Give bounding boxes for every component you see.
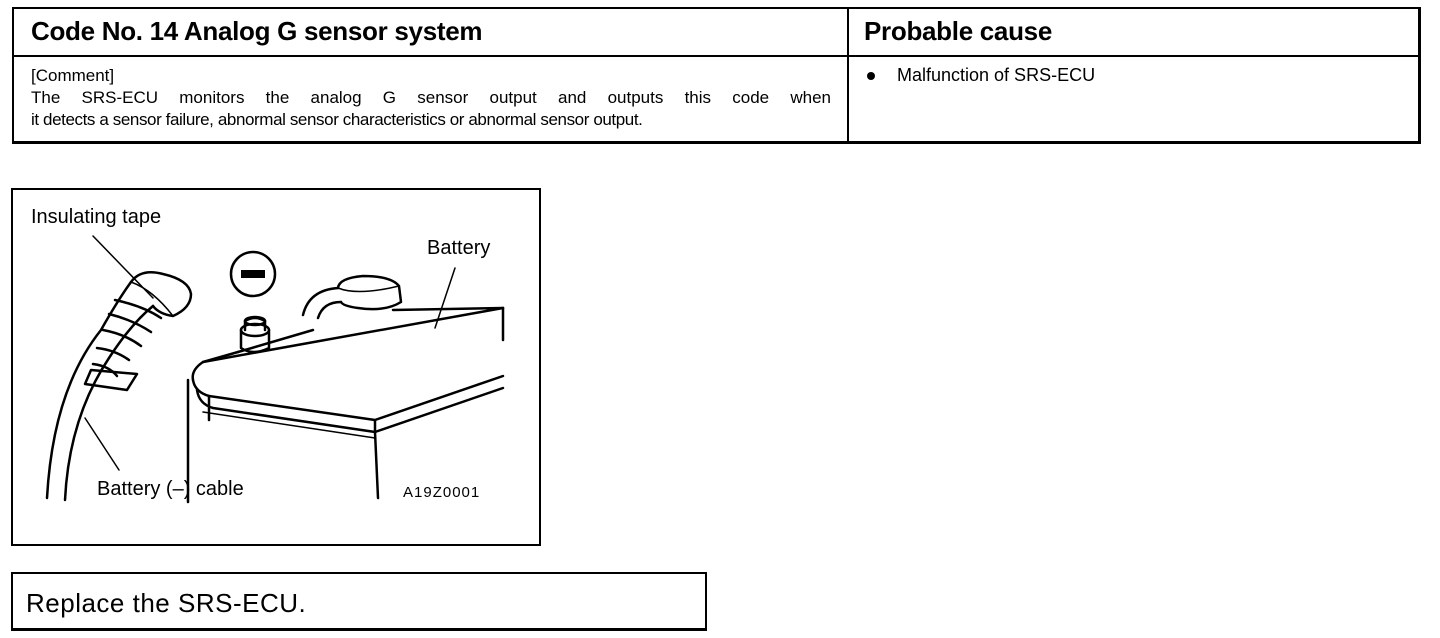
comment-line: it detects a sensor failure, abnormal se… xyxy=(31,110,643,129)
probable-cause-cell: Malfunction of SRS-ECU xyxy=(849,57,1418,141)
action-text: Replace the SRS-ECU. xyxy=(26,588,307,618)
code-header-cell: Code No. 14 Analog G sensor system xyxy=(14,9,849,57)
battery-label: Battery xyxy=(427,237,491,259)
action-box: Replace the SRS-ECU. xyxy=(11,572,707,631)
probable-cause-header-cell: Probable cause xyxy=(849,9,1418,57)
comment-text: [Comment] The SRS-ECU monitors the analo… xyxy=(31,65,831,131)
battery-illustration: Insulating tape Battery Battery (–) cabl… xyxy=(11,188,541,546)
bullet-icon xyxy=(867,71,875,80)
cause-text: Malfunction of SRS-ECU xyxy=(897,65,1096,85)
cause-list-item: Malfunction of SRS-ECU xyxy=(867,65,1095,86)
code-title: Code No. 14 Analog G sensor system xyxy=(31,16,483,46)
figure-code: A19Z0001 xyxy=(403,484,481,501)
battery-cable-label: Battery (–) cable xyxy=(97,478,244,500)
insulating-tape-label: Insulating tape xyxy=(31,206,162,228)
comment-line: The SRS-ECU monitors the analog G sensor… xyxy=(31,88,831,107)
battery-drawing xyxy=(45,235,505,504)
comment-cell: [Comment] The SRS-ECU monitors the analo… xyxy=(14,57,849,141)
probable-cause-title: Probable cause xyxy=(864,16,1052,46)
diagnostic-code-table: Code No. 14 Analog G sensor system Proba… xyxy=(12,7,1421,144)
comment-line: [Comment] xyxy=(31,66,115,85)
